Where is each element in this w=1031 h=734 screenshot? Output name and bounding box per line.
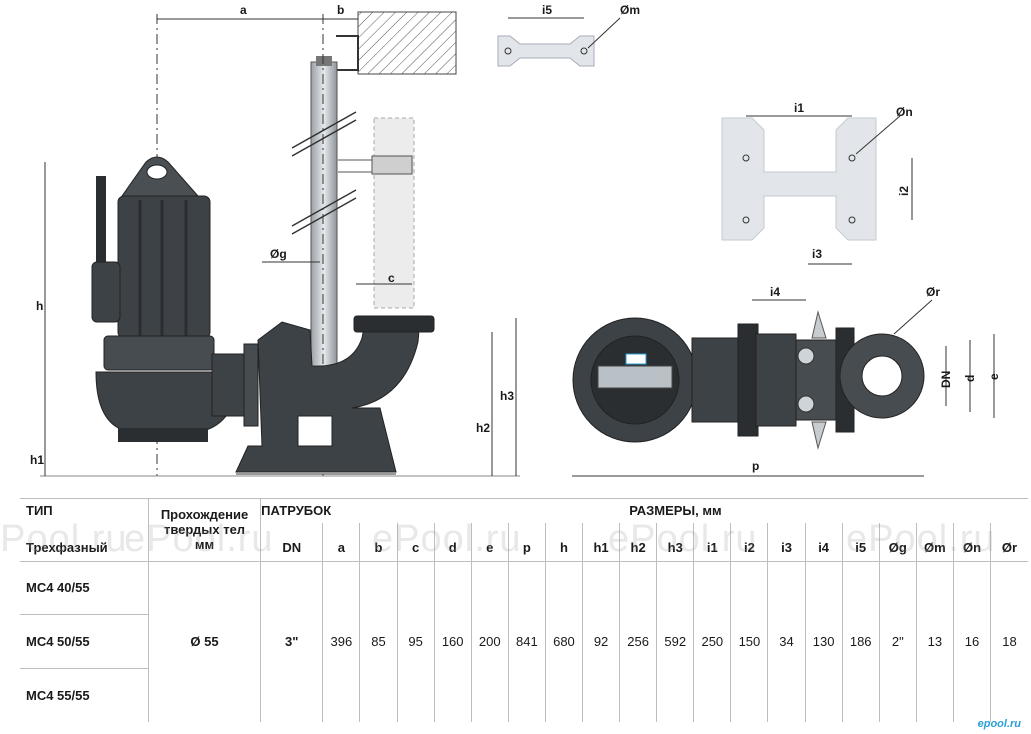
dim-label-r: Ør [926,285,940,299]
dim-label-h2: h2 [476,421,490,435]
dim-label-h: h [36,299,43,313]
dim-value: 256 [619,561,657,722]
header-solids-unit: мм [194,537,215,553]
outlet-value: 3" [260,561,323,722]
dim-label-e: e [987,373,1001,380]
pump-plan-view: p i4 Ør DN d e [572,285,1001,477]
dim-value: 130 [804,561,843,722]
dim-value: 200 [470,561,509,722]
dim-header: a [322,522,360,562]
dim-label-i3: i3 [812,247,822,261]
dim-value: 95 [396,561,435,722]
dim-header: Ør [990,522,1028,562]
dim-value: 592 [656,561,694,722]
dim-value: 396 [322,561,360,722]
dim-label-i5: i5 [542,3,552,17]
dim-label-a: a [240,3,247,17]
guide-pipe [310,61,338,369]
dim-label-h3: h3 [500,389,514,403]
spec-table: ТИП Прохождение твердых тел мм ПАТРУБОК … [20,498,1028,722]
header-solids: Прохождение твердых тел мм [147,498,261,562]
dim-header: Øm [915,522,954,562]
dim-value: 92 [581,561,620,722]
bracket-large-view: i1 i2 i3 Øn [721,101,913,265]
dim-label-i4: i4 [770,285,780,299]
dim-value: 34 [767,561,806,722]
dim-value: 85 [359,561,398,722]
dim-header: Øn [952,522,991,562]
dim-header: Øg [878,522,917,562]
header-outlet: ПАТРУБОК [260,498,331,523]
dim-label-h1: h1 [30,453,44,467]
dim-label-b: b [337,3,344,17]
dim-header: i4 [804,522,843,562]
dim-header: b [359,522,398,562]
dim-header: i5 [841,522,880,562]
dim-label-m: Øm [620,3,640,17]
dim-value: 160 [433,561,472,722]
dim-label-n: Øn [896,105,913,119]
dim-header: h1 [581,522,620,562]
model-name: MC4 55/55 [26,687,90,703]
dim-label-g: Øg [270,247,287,261]
dim-value: 18 [990,561,1028,722]
header-type-sub: Трехфазный [26,539,108,555]
solids-value: Ø 55 [147,561,261,722]
pump-side-view: a b c h h1 h2 h3 Øg [30,3,520,477]
dim-header: h3 [656,522,694,562]
dim-value: 186 [841,561,880,722]
technical-drawing: a b c h h1 h2 h3 Øg i5 Øm i1 i2 i3 Øn [30,3,1001,477]
dim-header: h [544,522,583,562]
header-type: ТИП [26,503,53,519]
brand-logo: epool.ru [977,718,1021,730]
header-outlet-sub: DN [260,522,323,562]
dim-value: 680 [544,561,583,722]
bracket-small-view: i5 Øm [497,3,640,67]
wall-hatch [357,11,457,75]
dim-value: 150 [730,561,768,722]
dim-header: p [507,522,546,562]
header-dimensions: РАЗМЕРЫ, мм [629,503,722,519]
model-name: MC4 40/55 [26,580,90,596]
header-solids-label: Прохождение твердых тел [160,507,249,538]
dim-header: i3 [767,522,806,562]
dim-value: 250 [693,561,731,722]
dim-header: e [470,522,509,562]
dim-label-c: c [388,271,395,285]
dim-label-dn: DN [939,371,953,388]
dim-header: i2 [730,522,768,562]
dim-header: d [433,522,472,562]
motor-housing [117,195,211,339]
discharge-foot [235,317,421,473]
dim-value: 2" [878,561,917,722]
dim-value: 13 [915,561,954,722]
dim-label-d: d [963,375,977,382]
dim-header: i1 [693,522,731,562]
dim-value: 841 [507,561,546,722]
dim-value: 16 [952,561,991,722]
dim-header: h2 [619,522,657,562]
dim-label-i1: i1 [794,101,804,115]
dim-label-p: p [752,459,759,473]
dim-header: c [396,522,435,562]
dim-label-i2: i2 [897,186,911,196]
model-name: MC4 50/55 [26,634,90,650]
